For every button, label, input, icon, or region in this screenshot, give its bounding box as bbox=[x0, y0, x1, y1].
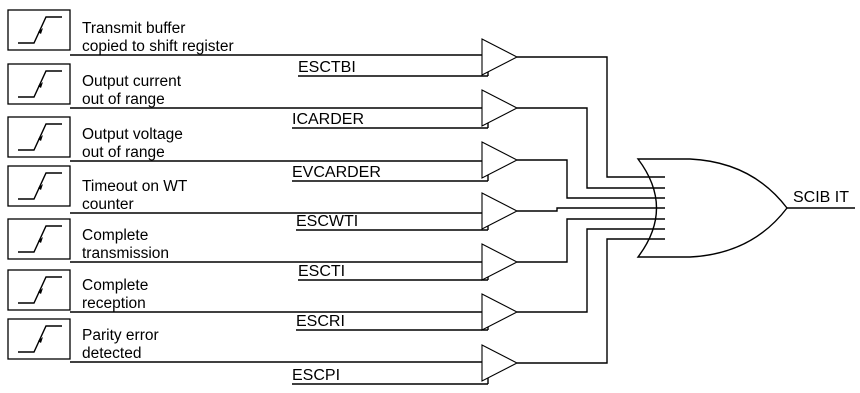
edge-arrow-icon bbox=[38, 337, 43, 343]
or-gate bbox=[636, 158, 788, 258]
route-to-or-line bbox=[517, 56, 665, 178]
source-label-line2: reception bbox=[82, 295, 146, 312]
edge-arrow-icon bbox=[38, 28, 43, 34]
route-to-or-line bbox=[517, 159, 665, 199]
source-label-line2: detected bbox=[82, 345, 141, 362]
and-gate-buffer-icon bbox=[481, 293, 519, 331]
route-to-or-line bbox=[517, 228, 665, 313]
enable-label: ESCRI bbox=[296, 313, 345, 330]
rising-edge-icon bbox=[18, 16, 62, 44]
source-label-line1: Complete bbox=[82, 277, 148, 294]
and-gate-buffer-icon bbox=[481, 192, 519, 230]
source-label-line2: out of range bbox=[82, 91, 165, 108]
and-gate-buffer-icon bbox=[481, 38, 519, 76]
source-label-line1: Parity error bbox=[82, 327, 159, 344]
edge-arrow-icon bbox=[38, 237, 43, 243]
and-gate-buffer-icon bbox=[481, 243, 519, 281]
source-label-line1: Output current bbox=[82, 73, 182, 90]
source-label-line1: Output voltage bbox=[82, 126, 183, 143]
rising-edge-icon bbox=[18, 225, 62, 253]
source-box bbox=[7, 116, 71, 158]
edge-arrow-icon bbox=[38, 135, 43, 141]
route-to-or-line bbox=[517, 207, 665, 212]
output-label: SCIB IT bbox=[793, 189, 849, 206]
route-to-or-line bbox=[517, 218, 665, 263]
source-label-line1: Complete bbox=[82, 227, 148, 244]
source-box bbox=[7, 318, 71, 360]
rising-edge-icon bbox=[18, 123, 62, 151]
rising-edge-icon bbox=[18, 325, 62, 353]
edge-arrow-icon bbox=[38, 82, 43, 88]
and-gate-buffer-icon bbox=[481, 344, 519, 382]
source-box bbox=[7, 218, 71, 260]
enable-label: ESCWTI bbox=[296, 213, 358, 230]
source-label-line2: counter bbox=[82, 196, 134, 213]
rising-edge-icon bbox=[18, 70, 62, 98]
source-box bbox=[7, 63, 71, 105]
source-label-line2: copied to shift register bbox=[82, 38, 234, 55]
source-label-line2: transmission bbox=[82, 245, 169, 262]
rising-edge-icon bbox=[18, 276, 62, 304]
source-label-line1: Transmit buffer bbox=[82, 20, 185, 37]
edge-arrow-icon bbox=[38, 288, 43, 294]
enable-label: ESCPI bbox=[292, 367, 340, 384]
source-box bbox=[7, 269, 71, 311]
source-label-line2: out of range bbox=[82, 144, 165, 161]
enable-label: ESCTI bbox=[298, 263, 345, 280]
route-to-or-line bbox=[517, 238, 665, 364]
enable-label: ICARDER bbox=[292, 111, 364, 128]
enable-label: EVCARDER bbox=[292, 164, 381, 181]
source-label-line1: Timeout on WT bbox=[82, 178, 188, 195]
and-gate-buffer-icon bbox=[481, 89, 519, 127]
edge-arrow-icon bbox=[38, 184, 43, 190]
enable-label: ESCTBI bbox=[298, 59, 356, 76]
and-gate-buffer-icon bbox=[481, 141, 519, 179]
route-to-or-line bbox=[517, 107, 665, 189]
source-box bbox=[7, 9, 71, 51]
rising-edge-icon bbox=[18, 172, 62, 200]
source-box bbox=[7, 165, 71, 207]
